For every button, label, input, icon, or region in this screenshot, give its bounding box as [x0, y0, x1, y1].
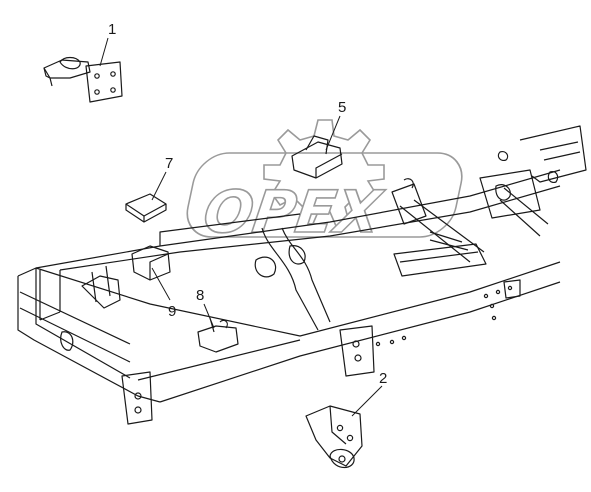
leader-line-1 [99, 37, 109, 67]
callout-2: 2 [379, 370, 387, 387]
part-7-pad [125, 193, 167, 223]
watermark-gear [263, 119, 385, 227]
rail-bolt-holes [375, 285, 513, 347]
leader-line-2 [351, 385, 383, 417]
left-frame-rail [17, 261, 561, 337]
rear-axle-housing [519, 125, 587, 183]
leader-line-5 [325, 115, 341, 151]
right-frame-rail [35, 169, 561, 269]
part-5-mount-block [291, 135, 343, 179]
leader-lines [99, 37, 383, 417]
callout-1: 1 [108, 21, 116, 38]
driveshaft [399, 199, 485, 263]
callout-5: 5 [338, 99, 346, 116]
front-crossmember [39, 270, 61, 321]
opex-watermark: OPEX [186, 119, 463, 247]
leader-line-9 [151, 267, 171, 301]
chassis-frame [17, 125, 587, 425]
callout-8: 8 [196, 287, 204, 304]
callout-9: 9 [168, 303, 176, 320]
callout-7: 7 [165, 155, 173, 172]
leader-line-7 [151, 171, 167, 201]
frame-bracket-lower [121, 371, 153, 425]
leader-line-8 [203, 303, 215, 329]
part-2-bracket [305, 405, 363, 469]
mid-crossmember [261, 227, 331, 331]
callout-labels: 1 2 5 7 8 9 [108, 21, 387, 387]
part-8-bracket [197, 317, 239, 353]
part-9-mount-block [81, 245, 171, 309]
watermark-text: OPEX [199, 178, 388, 246]
rear-crossmember [393, 243, 487, 277]
part-1-bracket [43, 56, 123, 103]
